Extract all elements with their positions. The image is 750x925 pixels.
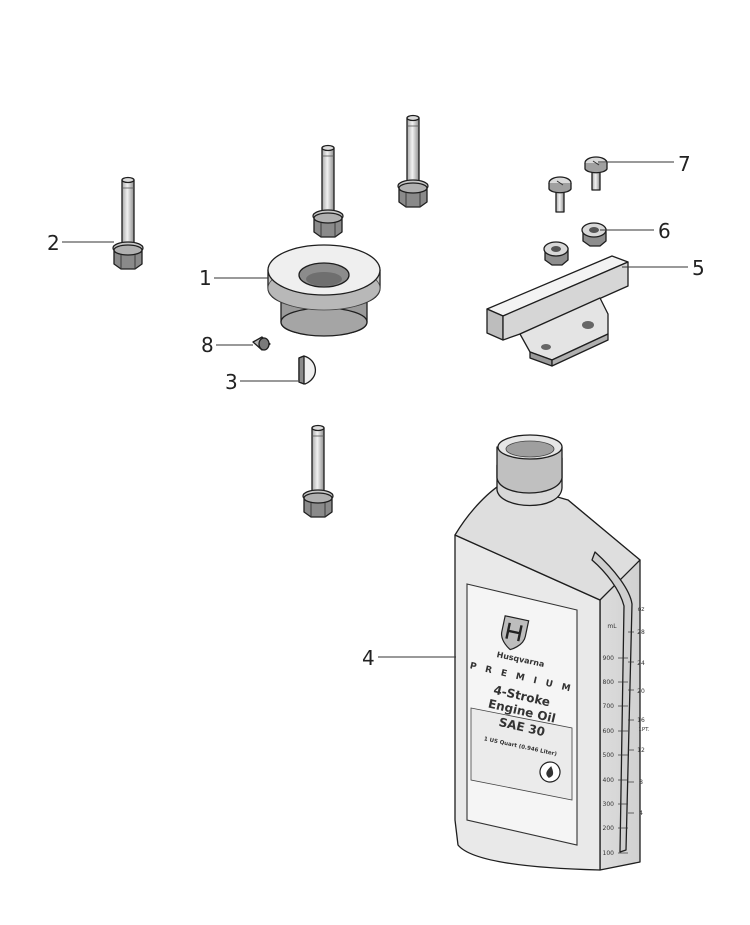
callout-1: 1	[199, 266, 212, 290]
scale-oz-unit: oz	[638, 606, 645, 613]
callout-5: 5	[692, 256, 705, 280]
scale-ml-mark: 400	[603, 777, 615, 784]
scale-oz-mark: 8	[639, 779, 643, 786]
callout-6: 6	[658, 219, 671, 243]
nut-a	[581, 222, 607, 247]
scale-ml-mark: 200	[603, 825, 615, 832]
scale-ml-mark: 900	[603, 655, 615, 662]
bolt-upper-right	[397, 114, 429, 208]
nut-b	[543, 241, 569, 266]
bolt-lower	[302, 424, 334, 518]
scale-ml-mark: 700	[603, 703, 615, 710]
callout-2: 2	[47, 231, 60, 255]
set-screw-part	[252, 336, 271, 351]
scale-oz-mark: 4	[639, 810, 643, 817]
pulley-part	[267, 244, 381, 337]
scale-ml-mark: 300	[603, 801, 615, 808]
small-bolt-a	[548, 176, 572, 213]
scale-ml-mark: 500	[603, 752, 615, 759]
callout-7: 7	[678, 152, 691, 176]
key-part	[298, 355, 317, 385]
scale-ml-unit: mL	[607, 623, 617, 630]
scale-oz-mark: 16	[637, 717, 645, 724]
callout-4: 4	[362, 646, 375, 670]
scale-oz-mark: 20	[637, 688, 645, 695]
scale-pint-mark: 1PT.	[638, 727, 650, 733]
leader-lines	[62, 161, 688, 658]
callout-8: 8	[201, 333, 214, 357]
bolt-upper-center	[312, 144, 344, 238]
callout-3: 3	[225, 370, 238, 394]
scale-oz-mark: 24	[637, 660, 645, 667]
scale-oz-mark: 28	[637, 629, 645, 636]
oil-drop-icon	[539, 761, 561, 783]
scale-ml-mark: 100	[603, 850, 615, 857]
scale-ml-mark: 800	[603, 679, 615, 686]
bracket-part	[486, 255, 629, 367]
scale-oz-mark: 12	[637, 747, 645, 754]
husqvarna-logo	[501, 615, 530, 651]
small-bolt-b	[584, 156, 608, 191]
bolt-left	[112, 176, 144, 270]
scale-ml-mark: 600	[603, 728, 615, 735]
measuring-scale: mL oz 900 800 700 600 500 400 300 200 10…	[603, 606, 650, 857]
oil-bottle-part	[454, 434, 641, 871]
